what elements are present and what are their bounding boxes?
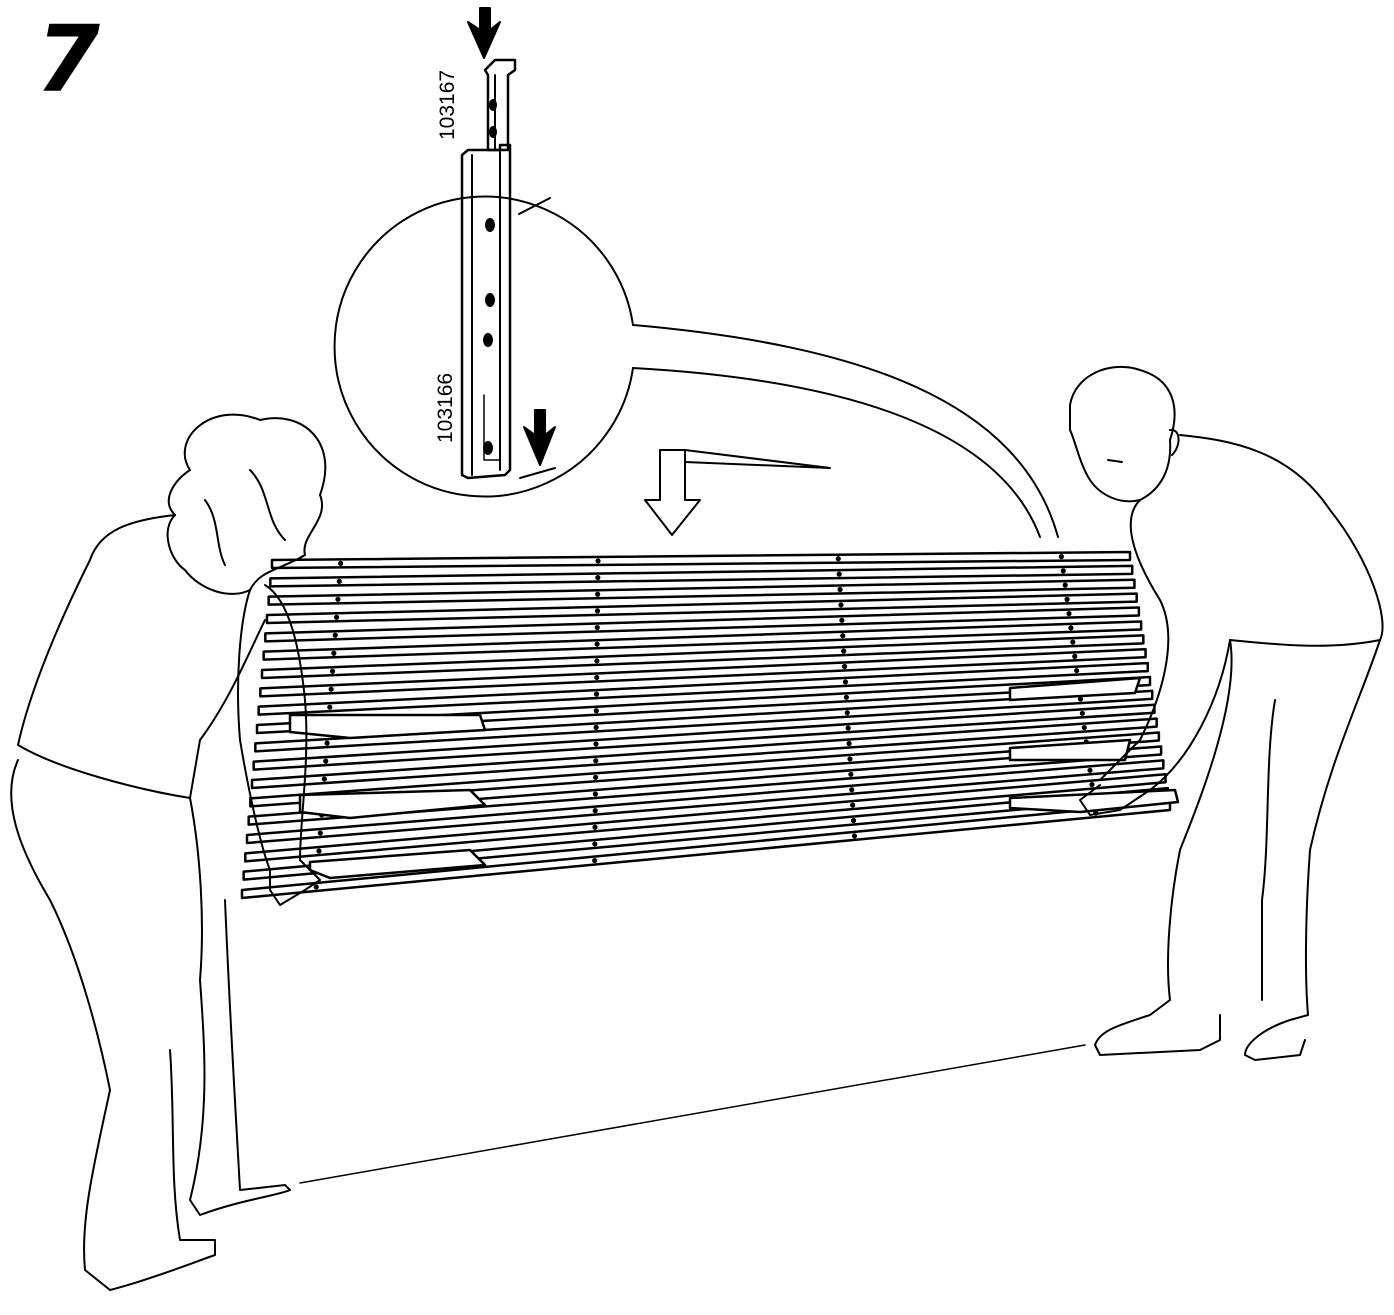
- screw-mark: [324, 760, 327, 763]
- screw-mark: [332, 652, 335, 655]
- screw-mark: [1090, 783, 1093, 786]
- screw-mark: [845, 696, 848, 699]
- part-number-upper-rail: 103167: [436, 70, 460, 140]
- screw-mark: [844, 680, 847, 683]
- screw-mark: [1062, 569, 1065, 572]
- screw-mark: [596, 559, 599, 562]
- screw-mark: [1071, 641, 1074, 644]
- screw-mark: [837, 557, 840, 560]
- screw-mark: [323, 777, 326, 780]
- floor-line: [300, 1045, 1085, 1183]
- part-number-lower-rail: 103166: [434, 373, 458, 443]
- screw-mark: [1067, 612, 1070, 615]
- screw-mark: [1069, 626, 1072, 629]
- screw-mark: [852, 819, 855, 822]
- screw-mark: [594, 776, 597, 779]
- screw-mark: [853, 834, 856, 837]
- screw-mark: [315, 885, 318, 888]
- screw-mark: [1073, 655, 1076, 658]
- screw-mark: [325, 742, 328, 745]
- screw-mark: [841, 634, 844, 637]
- screw-mark: [846, 711, 849, 714]
- down-arrow-icon: [468, 8, 500, 58]
- screw-mark: [330, 688, 333, 691]
- detail-callout: [335, 196, 1058, 537]
- screw-mark: [593, 842, 596, 845]
- screw-mark: [847, 742, 850, 745]
- screw-mark: [847, 727, 850, 730]
- screw-mark: [840, 619, 843, 622]
- screw-mark: [1083, 726, 1086, 729]
- screw-mark: [328, 706, 331, 709]
- rail-edge-line: [685, 450, 830, 468]
- screw-mark: [1088, 769, 1091, 772]
- screw-mark: [319, 831, 322, 834]
- screw-mark: [1065, 598, 1068, 601]
- screw-mark: [334, 634, 337, 637]
- screw-mark: [335, 616, 338, 619]
- screw-mark: [850, 788, 853, 791]
- screw-mark: [594, 759, 597, 762]
- screw-mark: [839, 603, 842, 606]
- screw-mark: [1079, 697, 1082, 700]
- screw-mark: [593, 859, 596, 862]
- screw-mark: [1081, 712, 1084, 715]
- screw-mark: [596, 609, 599, 612]
- screw-mark: [843, 665, 846, 668]
- screw-mark: [596, 576, 599, 579]
- screw-mark: [849, 773, 852, 776]
- screw-mark: [317, 849, 320, 852]
- screw-mark: [842, 650, 845, 653]
- screw-mark: [331, 670, 334, 673]
- screw-mark: [851, 804, 854, 807]
- screw-mark: [595, 693, 598, 696]
- screw-mark: [339, 562, 342, 565]
- screw-mark: [594, 792, 597, 795]
- screw-mark: [838, 573, 841, 576]
- screw-mark: [1064, 584, 1067, 587]
- screw-mark: [848, 757, 851, 760]
- screw-mark: [338, 580, 341, 583]
- screw-mark: [593, 826, 596, 829]
- screw-mark: [1060, 555, 1063, 558]
- screw-mark: [595, 659, 598, 662]
- screw-mark: [594, 809, 597, 812]
- panel-slat: [272, 552, 1130, 568]
- screw-mark: [595, 709, 598, 712]
- down-arrow-icon: [524, 410, 555, 465]
- screw-mark: [595, 676, 598, 679]
- screw-mark: [838, 588, 841, 591]
- screw-mark: [596, 626, 599, 629]
- screw-mark: [595, 643, 598, 646]
- screw-mark: [595, 726, 598, 729]
- screw-mark: [594, 742, 597, 745]
- screw-mark: [1075, 669, 1078, 672]
- screw-mark: [596, 593, 599, 596]
- screw-mark: [336, 598, 339, 601]
